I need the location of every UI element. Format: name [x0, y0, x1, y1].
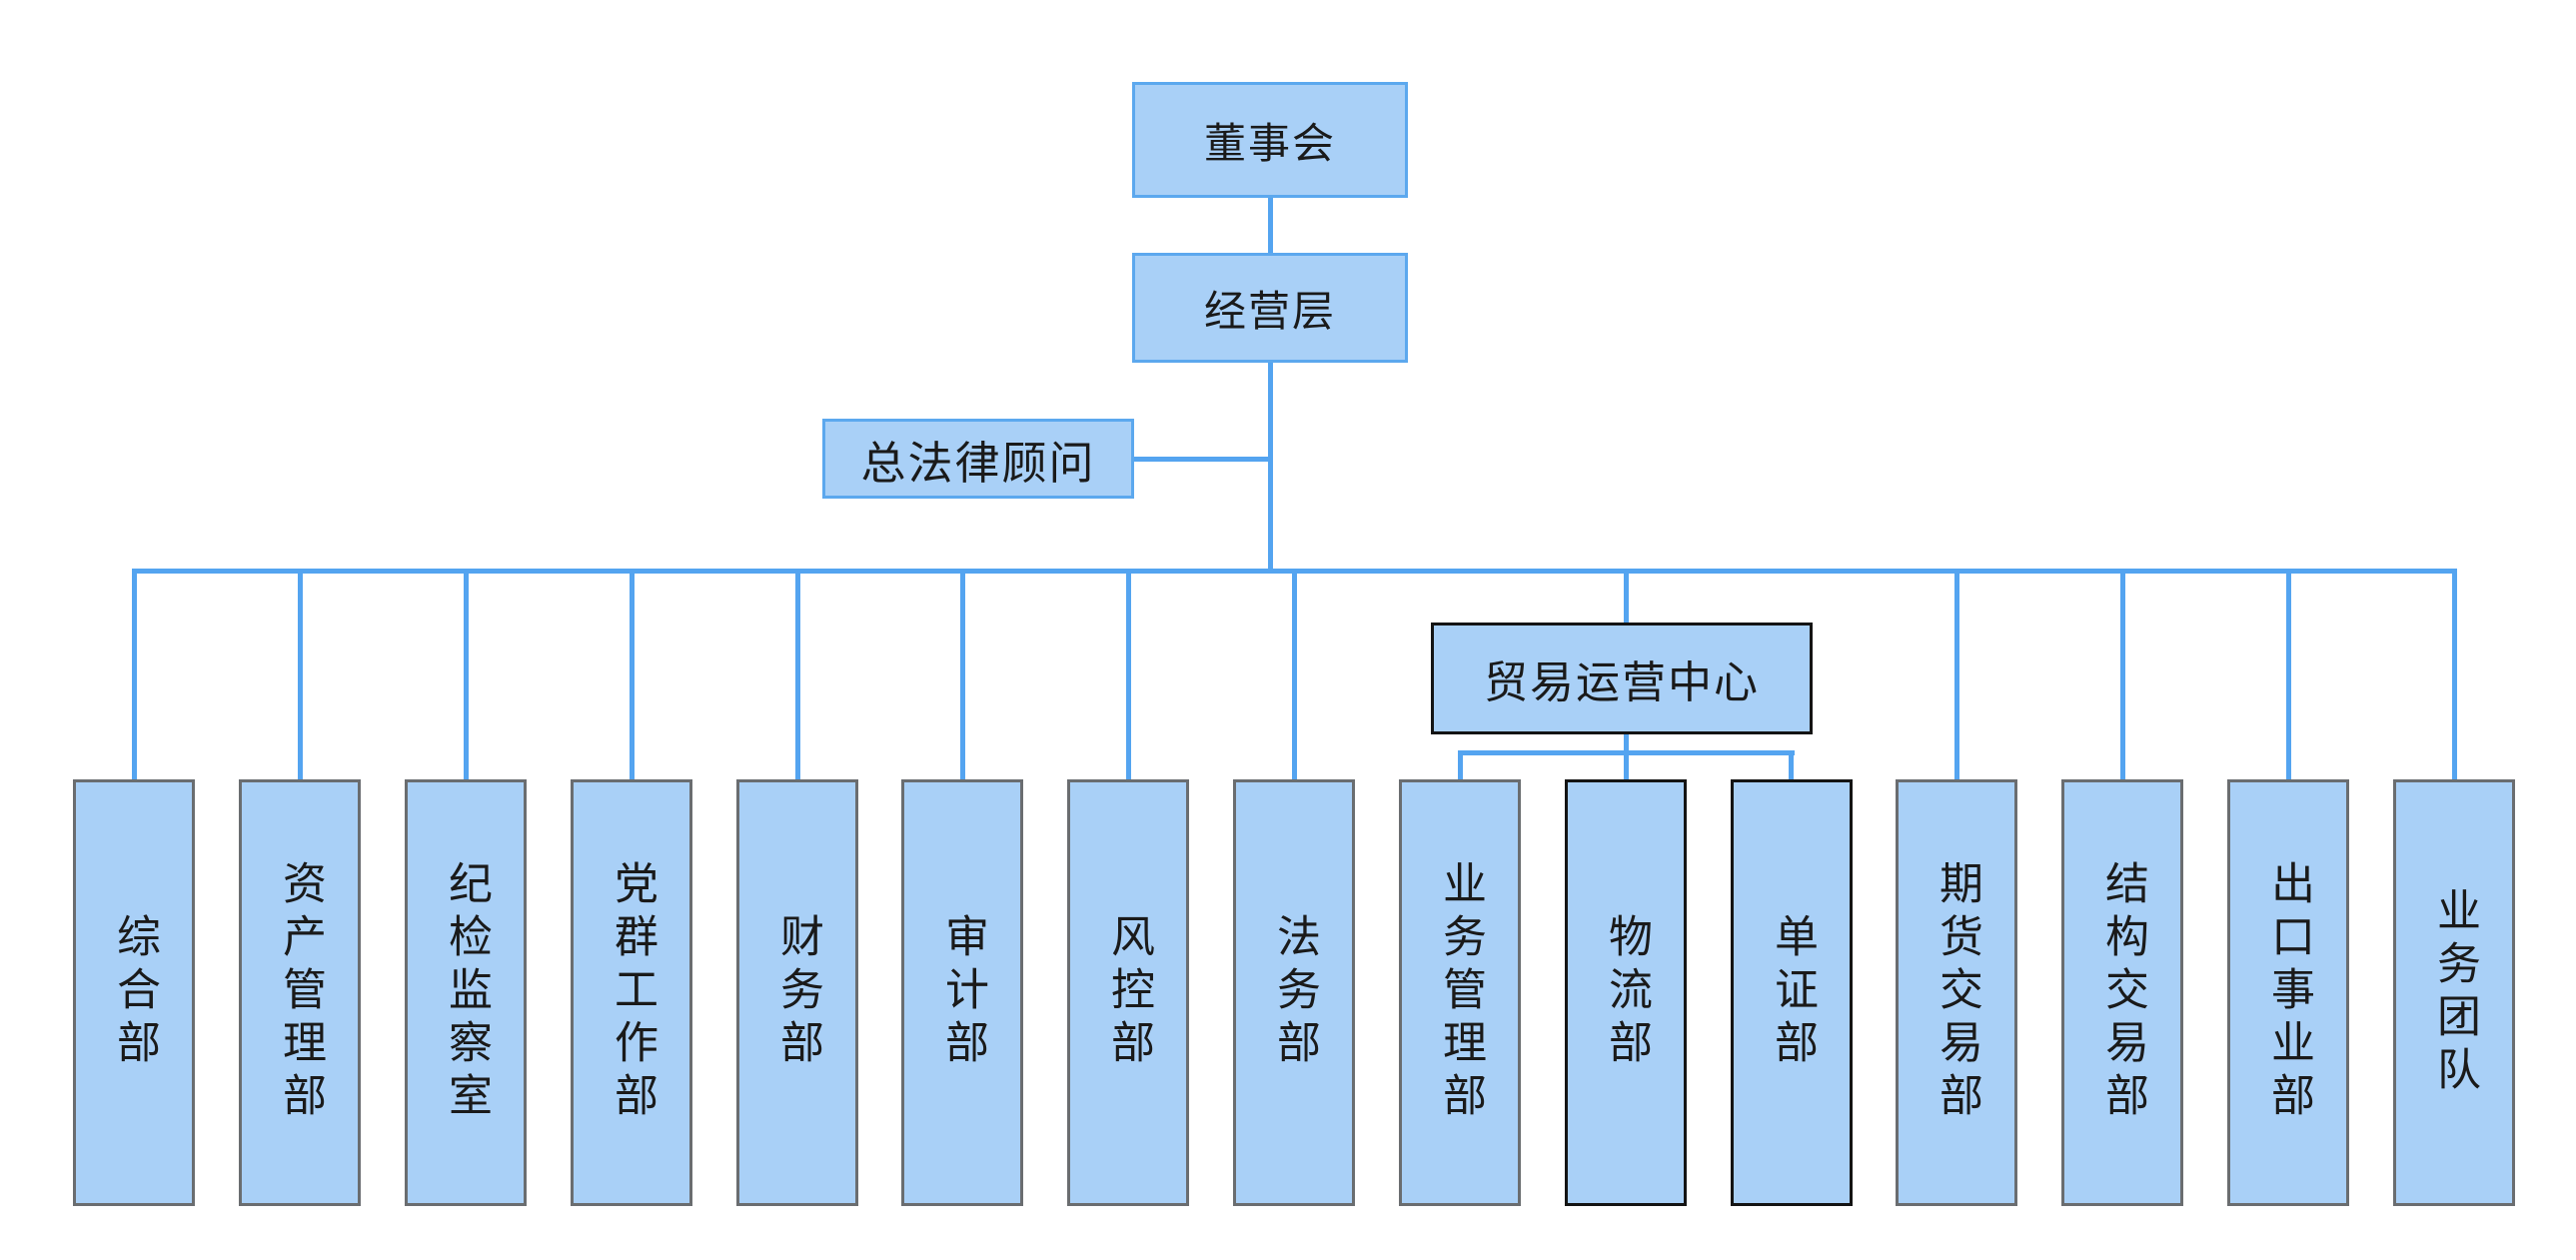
dept-label: 业务管理部: [1435, 860, 1486, 1125]
node-dept-13: 结构交易部: [2061, 779, 2183, 1206]
node-counsel-label: 总法律顾问: [860, 436, 1096, 490]
dept-label: 党群工作部: [607, 860, 657, 1125]
node-dept-7: 风控部: [1067, 779, 1189, 1206]
dept-label: 结构交易部: [2097, 860, 2148, 1125]
node-board-of-directors: 董事会: [1132, 82, 1408, 198]
connector-management-trunk: [1268, 363, 1273, 574]
dept-label: 单证部: [1767, 913, 1818, 1072]
node-dept-3: 纪检监察室: [405, 779, 527, 1206]
connector-drop-trade-center: [1624, 572, 1629, 623]
node-dept-12: 期货交易部: [1896, 779, 2017, 1206]
dept-label: 业务团队: [2429, 886, 2480, 1099]
node-dept-14: 出口事业部: [2227, 779, 2349, 1206]
dept-label: 物流部: [1601, 913, 1652, 1072]
connector-drop-dept-1: [132, 572, 137, 779]
node-dept-8: 法务部: [1233, 779, 1355, 1206]
node-dept-5: 财务部: [736, 779, 858, 1206]
node-trade-center-label: 贸易运营中心: [1484, 657, 1760, 708]
dept-label: 财务部: [772, 913, 823, 1072]
node-dept-15: 业务团队: [2393, 779, 2515, 1206]
dept-label: 纪检监察室: [441, 860, 492, 1125]
connector-drop-dept-2: [298, 572, 303, 779]
connector-drop-dept-13: [2120, 572, 2125, 779]
connector-drop-dept-4: [630, 572, 635, 779]
dept-label: 综合部: [109, 913, 160, 1072]
connector-drop-dept-7: [1126, 572, 1131, 779]
dept-label: 法务部: [1269, 913, 1320, 1072]
node-dept-9: 业务管理部: [1399, 779, 1521, 1206]
dept-label: 出口事业部: [2263, 860, 2314, 1125]
node-trade-operations-center: 贸易运营中心: [1431, 623, 1813, 734]
connector-drop-dept-5: [795, 572, 800, 779]
connector-trade-center-down: [1624, 734, 1629, 779]
node-management-label: 经营层: [1203, 286, 1336, 336]
connector-trade-sub-bus: [1458, 750, 1795, 755]
connector-counsel-branch: [1134, 457, 1273, 462]
node-dept-6: 审计部: [901, 779, 1023, 1206]
connector-drop-dept-12: [1954, 572, 1959, 779]
dept-label: 期货交易部: [1932, 860, 1982, 1125]
node-dept-11: 单证部: [1731, 779, 1853, 1206]
connector-drop-dept-9: [1458, 750, 1463, 779]
node-dept-1: 综合部: [73, 779, 195, 1206]
connector-main-bus: [132, 569, 2457, 574]
connector-drop-dept-3: [464, 572, 469, 779]
node-management-level: 经营层: [1132, 253, 1408, 363]
node-dept-4: 党群工作部: [571, 779, 692, 1206]
node-general-counsel: 总法律顾问: [822, 419, 1134, 499]
dept-label: 资产管理部: [275, 860, 326, 1125]
connector-drop-dept-14: [2286, 572, 2291, 779]
connector-drop-dept-15: [2452, 572, 2457, 779]
node-dept-10: 物流部: [1565, 779, 1687, 1206]
node-dept-2: 资产管理部: [239, 779, 361, 1206]
dept-label: 审计部: [937, 913, 988, 1072]
connector-drop-dept-8: [1292, 572, 1297, 779]
connector-drop-dept-6: [960, 572, 965, 779]
connector-board-to-management: [1268, 198, 1273, 254]
dept-label: 风控部: [1103, 913, 1154, 1072]
connector-drop-dept-11: [1789, 750, 1794, 779]
node-board-label: 董事会: [1203, 118, 1336, 168]
